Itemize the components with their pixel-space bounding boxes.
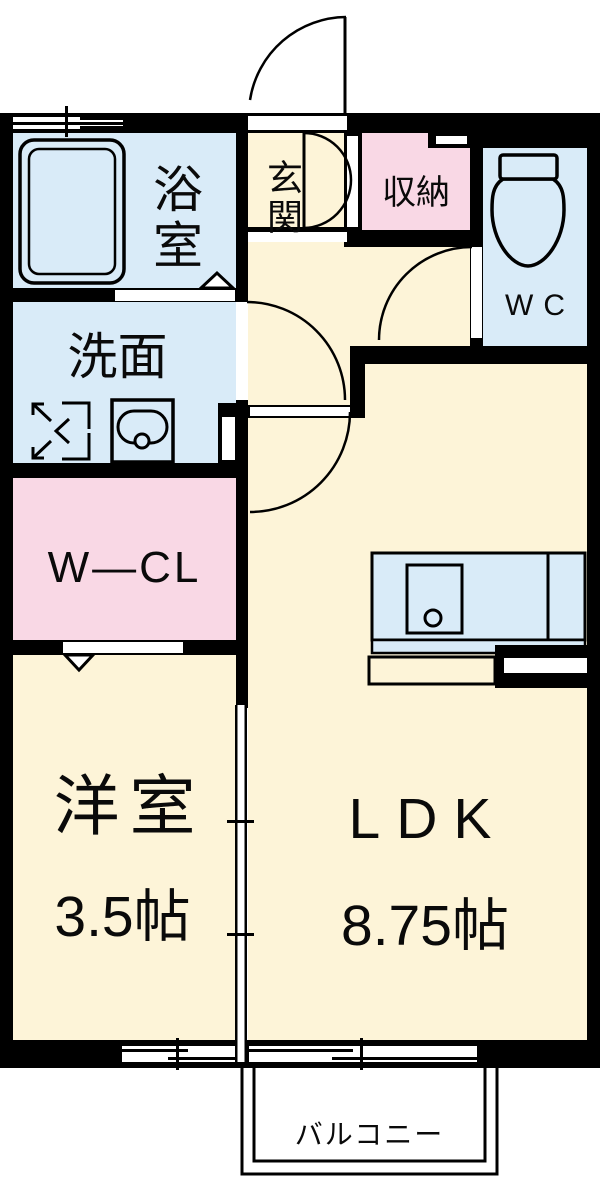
wall-left xyxy=(0,113,13,1068)
entrance-door-opening xyxy=(248,116,347,130)
storage-door-leaf xyxy=(302,133,306,228)
partition-gap xyxy=(236,705,247,1062)
kitchen-low-counter xyxy=(367,655,497,686)
bathtub-icon xyxy=(18,138,126,285)
room-ldk xyxy=(248,364,587,1040)
room-hallway xyxy=(248,242,344,405)
closet-label: W—CL xyxy=(47,543,202,592)
wall-storage-bottom xyxy=(344,230,483,247)
ldk-size: 8.75帖 xyxy=(341,894,509,958)
storage-label: 収納 xyxy=(382,174,450,212)
western-room-size: 3.5帖 xyxy=(54,885,191,949)
room-western xyxy=(13,655,236,1040)
window-glyphs xyxy=(13,106,477,1070)
toilet-bowl xyxy=(490,177,566,268)
kitchen-sink-drain xyxy=(423,608,443,628)
wc-label: WC xyxy=(505,289,575,322)
partition-tick1 xyxy=(227,820,254,823)
bathtub-inner xyxy=(27,147,117,276)
bathtub-outer xyxy=(18,138,126,285)
ldk-door-opening xyxy=(250,407,350,416)
washroom-label: 洗面 xyxy=(67,329,168,385)
room-entrance xyxy=(248,133,347,227)
storage-door-opening xyxy=(347,136,358,227)
balcony-label: バルコニー xyxy=(294,1119,445,1150)
pan-arrow-tl xyxy=(31,402,53,423)
room-hallway-east xyxy=(344,247,470,346)
wall-right xyxy=(587,113,600,1068)
pan-chevron xyxy=(53,417,71,445)
room-storage xyxy=(362,133,470,230)
entrance-door-leaf xyxy=(343,17,347,116)
storage-door-arc-bottom xyxy=(303,179,353,230)
balcony-inner xyxy=(252,1068,487,1163)
bathroom-folding-door-marker xyxy=(197,270,237,290)
bathroom-label: 浴室 xyxy=(146,163,202,275)
pan-bracket-br xyxy=(62,433,91,461)
kitchen-counter xyxy=(367,551,587,688)
storage-door-arc-top xyxy=(303,131,353,181)
pan-bracket-tr xyxy=(62,401,91,429)
western-room-label: 洋室 xyxy=(53,769,206,843)
room-washroom xyxy=(13,302,236,463)
wc-door-opening xyxy=(471,247,482,338)
topright-slot xyxy=(436,136,467,144)
ldk-window-pane1 xyxy=(249,1049,353,1052)
wall-ldk-stub xyxy=(350,346,365,418)
sliding-partition xyxy=(227,705,254,1068)
closet-opening-marker xyxy=(61,653,97,673)
washroom-door-opening xyxy=(237,302,247,400)
fixtures xyxy=(18,138,587,688)
partition-line-right xyxy=(244,705,247,1068)
kitchen-wall-slot xyxy=(504,658,587,673)
ldk-window-tick xyxy=(360,1038,363,1070)
toilet-tank xyxy=(498,153,559,181)
kitchen-sink-icon xyxy=(405,563,464,635)
wall-topright-band xyxy=(428,133,587,148)
pan-arrow-bl xyxy=(31,439,53,460)
entrance-step xyxy=(248,232,347,242)
bathroom-door-opening xyxy=(115,290,235,301)
wall-bath-entrance xyxy=(236,133,248,302)
ldk-window-pane2 xyxy=(332,1057,477,1060)
wc-door-arc xyxy=(377,245,473,341)
ldk-label: LDK xyxy=(348,787,508,851)
basin-box xyxy=(110,398,175,464)
washing-machine-pan-icon xyxy=(31,401,91,461)
junction-slot xyxy=(222,417,235,460)
washbasin-icon xyxy=(110,398,175,464)
bathroom-window-tick xyxy=(65,106,68,137)
room-closet xyxy=(13,478,236,640)
partition-line-left xyxy=(235,705,238,1068)
western-window-pane1 xyxy=(122,1049,188,1052)
washroom-door-arc xyxy=(246,300,347,401)
room-hallway-sliver xyxy=(344,346,350,405)
western-window-tick xyxy=(176,1038,179,1070)
partition-tick2 xyxy=(227,933,254,936)
balcony-outer xyxy=(240,1068,499,1176)
entrance-step-line xyxy=(248,227,347,232)
kitchen-unit xyxy=(370,551,587,642)
western-window-pane2 xyxy=(168,1057,236,1060)
wall-ldk-north xyxy=(350,346,600,364)
balcony-outline xyxy=(240,1068,499,1176)
entrance-door-arc xyxy=(248,15,347,101)
ldk-door-arc xyxy=(249,411,352,514)
doors xyxy=(61,15,473,673)
entrance-label: 玄関 xyxy=(262,159,303,237)
basin-drain xyxy=(133,432,151,450)
closet-door-opening xyxy=(63,642,183,653)
wall-washroom-closet xyxy=(13,463,236,478)
toilet-icon xyxy=(490,153,566,268)
